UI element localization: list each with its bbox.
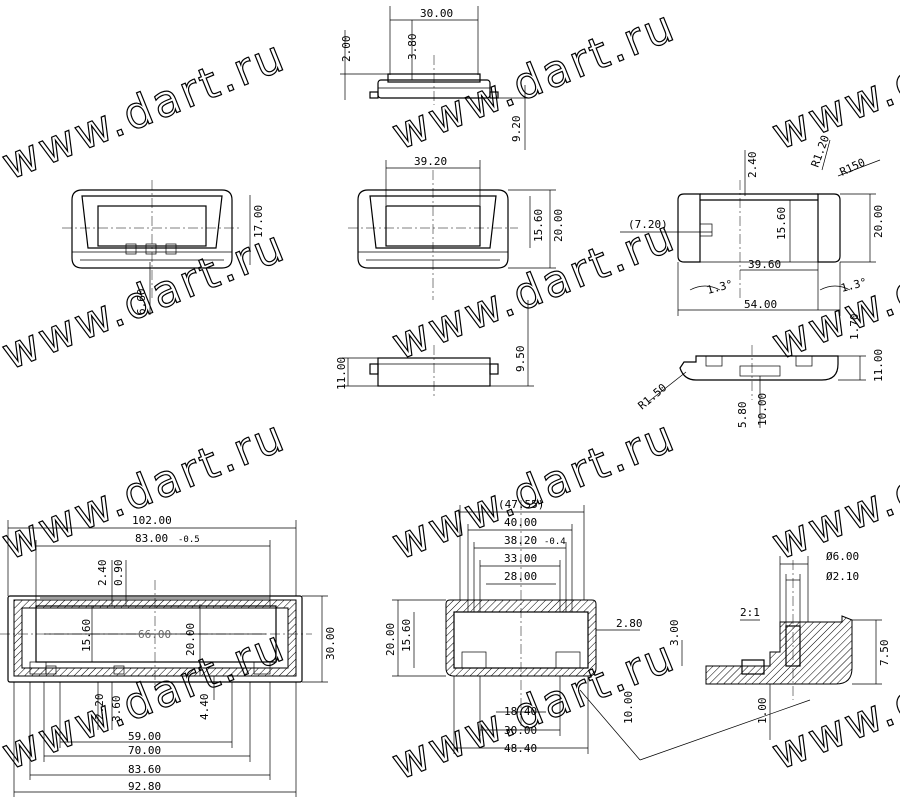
dim-sl-2-2: 2.20 bbox=[93, 694, 106, 721]
dim-det-3: 3.00 bbox=[668, 620, 681, 647]
dim-sm-33: 33.00 bbox=[504, 552, 537, 565]
detail-scale-label: 2:1 bbox=[740, 606, 760, 619]
dim-br-5-8: 5.80 bbox=[736, 402, 749, 429]
front-mid-view bbox=[348, 160, 556, 300]
watermark-9: www.dart.ru bbox=[765, 410, 900, 570]
dim-side-2-4: 2.40 bbox=[746, 152, 759, 179]
dim-bottom-9-5: 9.50 bbox=[514, 346, 527, 373]
dim-sm-28: 28.00 bbox=[504, 570, 537, 583]
dim-sl-102: 102.00 bbox=[132, 514, 172, 527]
dim-br-1-7: 1.70 bbox=[848, 314, 861, 341]
dim-top-3-8: 3.80 bbox=[406, 34, 419, 61]
front-left-view bbox=[62, 180, 251, 315]
dim-side-39-6: 39.60 bbox=[748, 258, 781, 271]
dim-top-2: 2.00 bbox=[340, 36, 353, 63]
side-right-view bbox=[620, 139, 881, 316]
dim-sl-4-4: 4.40 bbox=[198, 694, 211, 721]
dim-sl-30: 30.00 bbox=[324, 627, 337, 660]
dim-side-r150: R150 bbox=[838, 156, 868, 179]
dim-sl-2-4: 2.40 bbox=[96, 560, 109, 587]
dim-mid-39-2: 39.20 bbox=[414, 155, 447, 168]
dim-side-15-6: 15.60 bbox=[775, 207, 788, 240]
dim-sm-20: 20.00 bbox=[384, 623, 397, 656]
dim-side-20: 20.00 bbox=[872, 205, 885, 238]
bottom-right-view bbox=[647, 345, 866, 428]
dim-sl-0-9: 0.90 bbox=[112, 560, 125, 587]
dim-sl-92-8: 92.80 bbox=[128, 780, 161, 793]
dim-sl-15-6: 15.60 bbox=[80, 619, 93, 652]
dim-sl-66: 66.00 bbox=[138, 628, 171, 641]
dim-front-6-6: 6.60 bbox=[135, 289, 148, 316]
dim-bottom-11: 11.00 bbox=[335, 357, 348, 390]
dim-det-1: 1.00 bbox=[756, 698, 769, 725]
watermark-3: www.dart.ru bbox=[765, 0, 900, 160]
top-view bbox=[340, 6, 530, 150]
dim-side-7-2: (7.20) bbox=[628, 218, 668, 231]
dim-mid-20: 20.00 bbox=[552, 209, 565, 242]
bottom-mid-view bbox=[342, 300, 534, 398]
dim-sm-2-8: 2.80 bbox=[616, 617, 643, 630]
dim-sm-38-2-tol: -0.4 bbox=[544, 537, 566, 547]
section-mid-view bbox=[392, 500, 811, 761]
dim-top-9-2: 9.20 bbox=[510, 116, 523, 143]
dim-sm-48-4: 48.40 bbox=[504, 742, 537, 755]
section-left-view bbox=[0, 520, 328, 797]
dim-sm-30: 30.00 bbox=[504, 724, 537, 737]
dim-det-d6: Ø6.00 bbox=[826, 550, 859, 563]
dim-top-30: 30.00 bbox=[420, 7, 453, 20]
dim-sl-83-tol: -0.5 bbox=[178, 535, 200, 545]
dim-front-17: 17.00 bbox=[252, 205, 265, 238]
dim-det-d2-1: Ø2.10 bbox=[826, 570, 859, 583]
dim-sl-70: 70.00 bbox=[128, 744, 161, 757]
dim-mid-15-6: 15.60 bbox=[532, 209, 545, 242]
dim-sm-15-6: 15.60 bbox=[400, 619, 413, 652]
dim-sm-18-4: 18.40 bbox=[504, 705, 537, 718]
dim-sm-10: 10.00 bbox=[622, 691, 635, 724]
dim-sl-83: 83.00 bbox=[135, 532, 168, 545]
watermark-11: www.dart.ru bbox=[385, 630, 683, 790]
dim-sm-38-2: 38.20 bbox=[504, 534, 537, 547]
dim-sm-40: 40.00 bbox=[504, 516, 537, 529]
dim-br-r1-5: R1.50 bbox=[636, 381, 670, 412]
dim-side-54: 54.00 bbox=[744, 298, 777, 311]
dim-sl-20: 20.00 bbox=[184, 623, 197, 656]
dim-side-angle-left: 1.3° bbox=[705, 277, 734, 296]
dim-sm-47-55: (47.55) bbox=[498, 498, 544, 511]
detail-view bbox=[681, 556, 882, 740]
dim-sl-83-6: 83.60 bbox=[128, 763, 161, 776]
dim-det-7-5: 7.50 bbox=[878, 640, 891, 667]
dim-br-11: 11.00 bbox=[872, 349, 885, 382]
dim-sl-3-6: 3.60 bbox=[110, 696, 123, 723]
dim-sl-59: 59.00 bbox=[128, 730, 161, 743]
dim-br-10: 10.00 bbox=[756, 393, 769, 426]
watermark-1: www.dart.ru bbox=[0, 30, 293, 190]
